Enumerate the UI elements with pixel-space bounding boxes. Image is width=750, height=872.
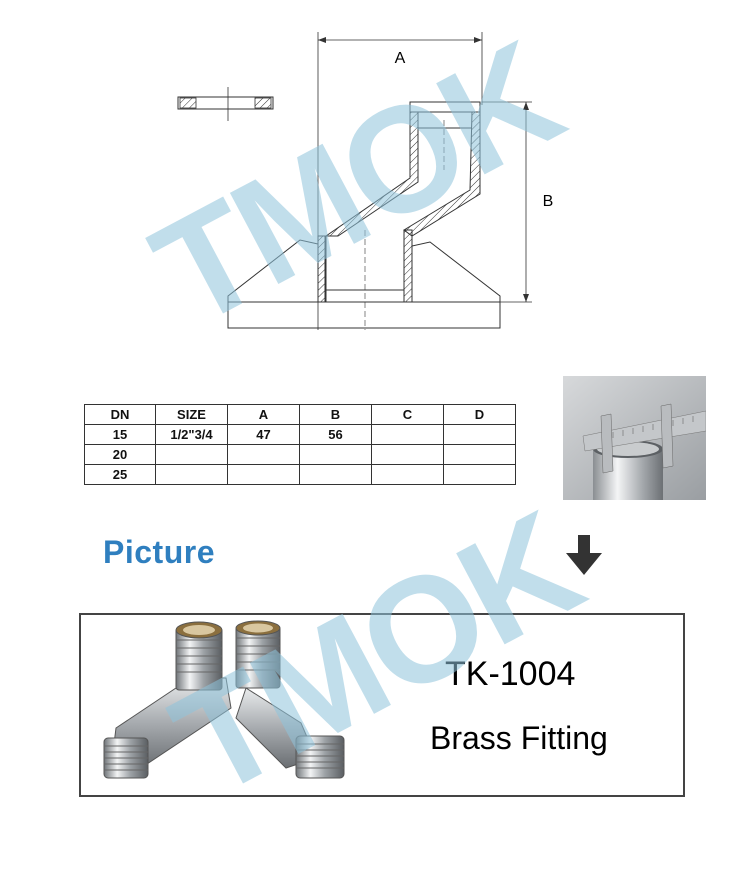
dimension-b-label: B	[543, 193, 554, 210]
table-cell	[371, 444, 444, 465]
technical-drawing: A B	[177, 32, 554, 330]
picture-heading: Picture	[103, 534, 215, 570]
table-cell	[155, 444, 228, 465]
column-header-size: SIZE	[155, 404, 228, 425]
dimension-b: B	[482, 101, 554, 303]
table-cell	[443, 444, 516, 465]
table-cell: 25	[84, 464, 156, 485]
table-cell	[371, 424, 444, 445]
table-cell	[299, 444, 372, 465]
down-arrow-icon	[566, 535, 602, 575]
column-header-b: B	[299, 404, 372, 425]
caliper-measurement-photo	[563, 376, 706, 500]
table-cell	[299, 464, 372, 485]
table-row: 20	[84, 444, 516, 465]
brass-fitting-photo	[103, 620, 345, 779]
table-cell	[227, 464, 300, 485]
table-cell: 47	[227, 424, 300, 445]
column-header-d: D	[443, 404, 516, 425]
table-cell	[443, 464, 516, 485]
table-cell	[155, 464, 228, 485]
column-header-dn: DN	[84, 404, 156, 425]
table-cell	[443, 424, 516, 445]
dimension-a: A	[317, 32, 483, 330]
gasket-detail	[177, 87, 274, 121]
table-row: 15 1/2"3/4 47 56	[84, 424, 516, 445]
table-cell: 56	[299, 424, 372, 445]
table-cell: 15	[84, 424, 156, 445]
column-header-c: C	[371, 404, 444, 425]
table-row: 25	[84, 464, 516, 485]
table-cell: 1/2"3/4	[155, 424, 228, 445]
table-header-row: DN SIZE A B C D	[84, 404, 516, 425]
spec-table: DN SIZE A B C D 15 1/2"3/4 47 56 20 25	[84, 404, 516, 485]
fitting-section	[227, 101, 501, 330]
product-type-label: Brass Fitting	[430, 720, 608, 756]
dimension-a-label: A	[395, 50, 406, 67]
table-cell: 20	[84, 444, 156, 465]
table-cell	[371, 464, 444, 485]
product-model-label: TK-1004	[445, 655, 576, 693]
column-header-a: A	[227, 404, 300, 425]
table-cell	[227, 444, 300, 465]
